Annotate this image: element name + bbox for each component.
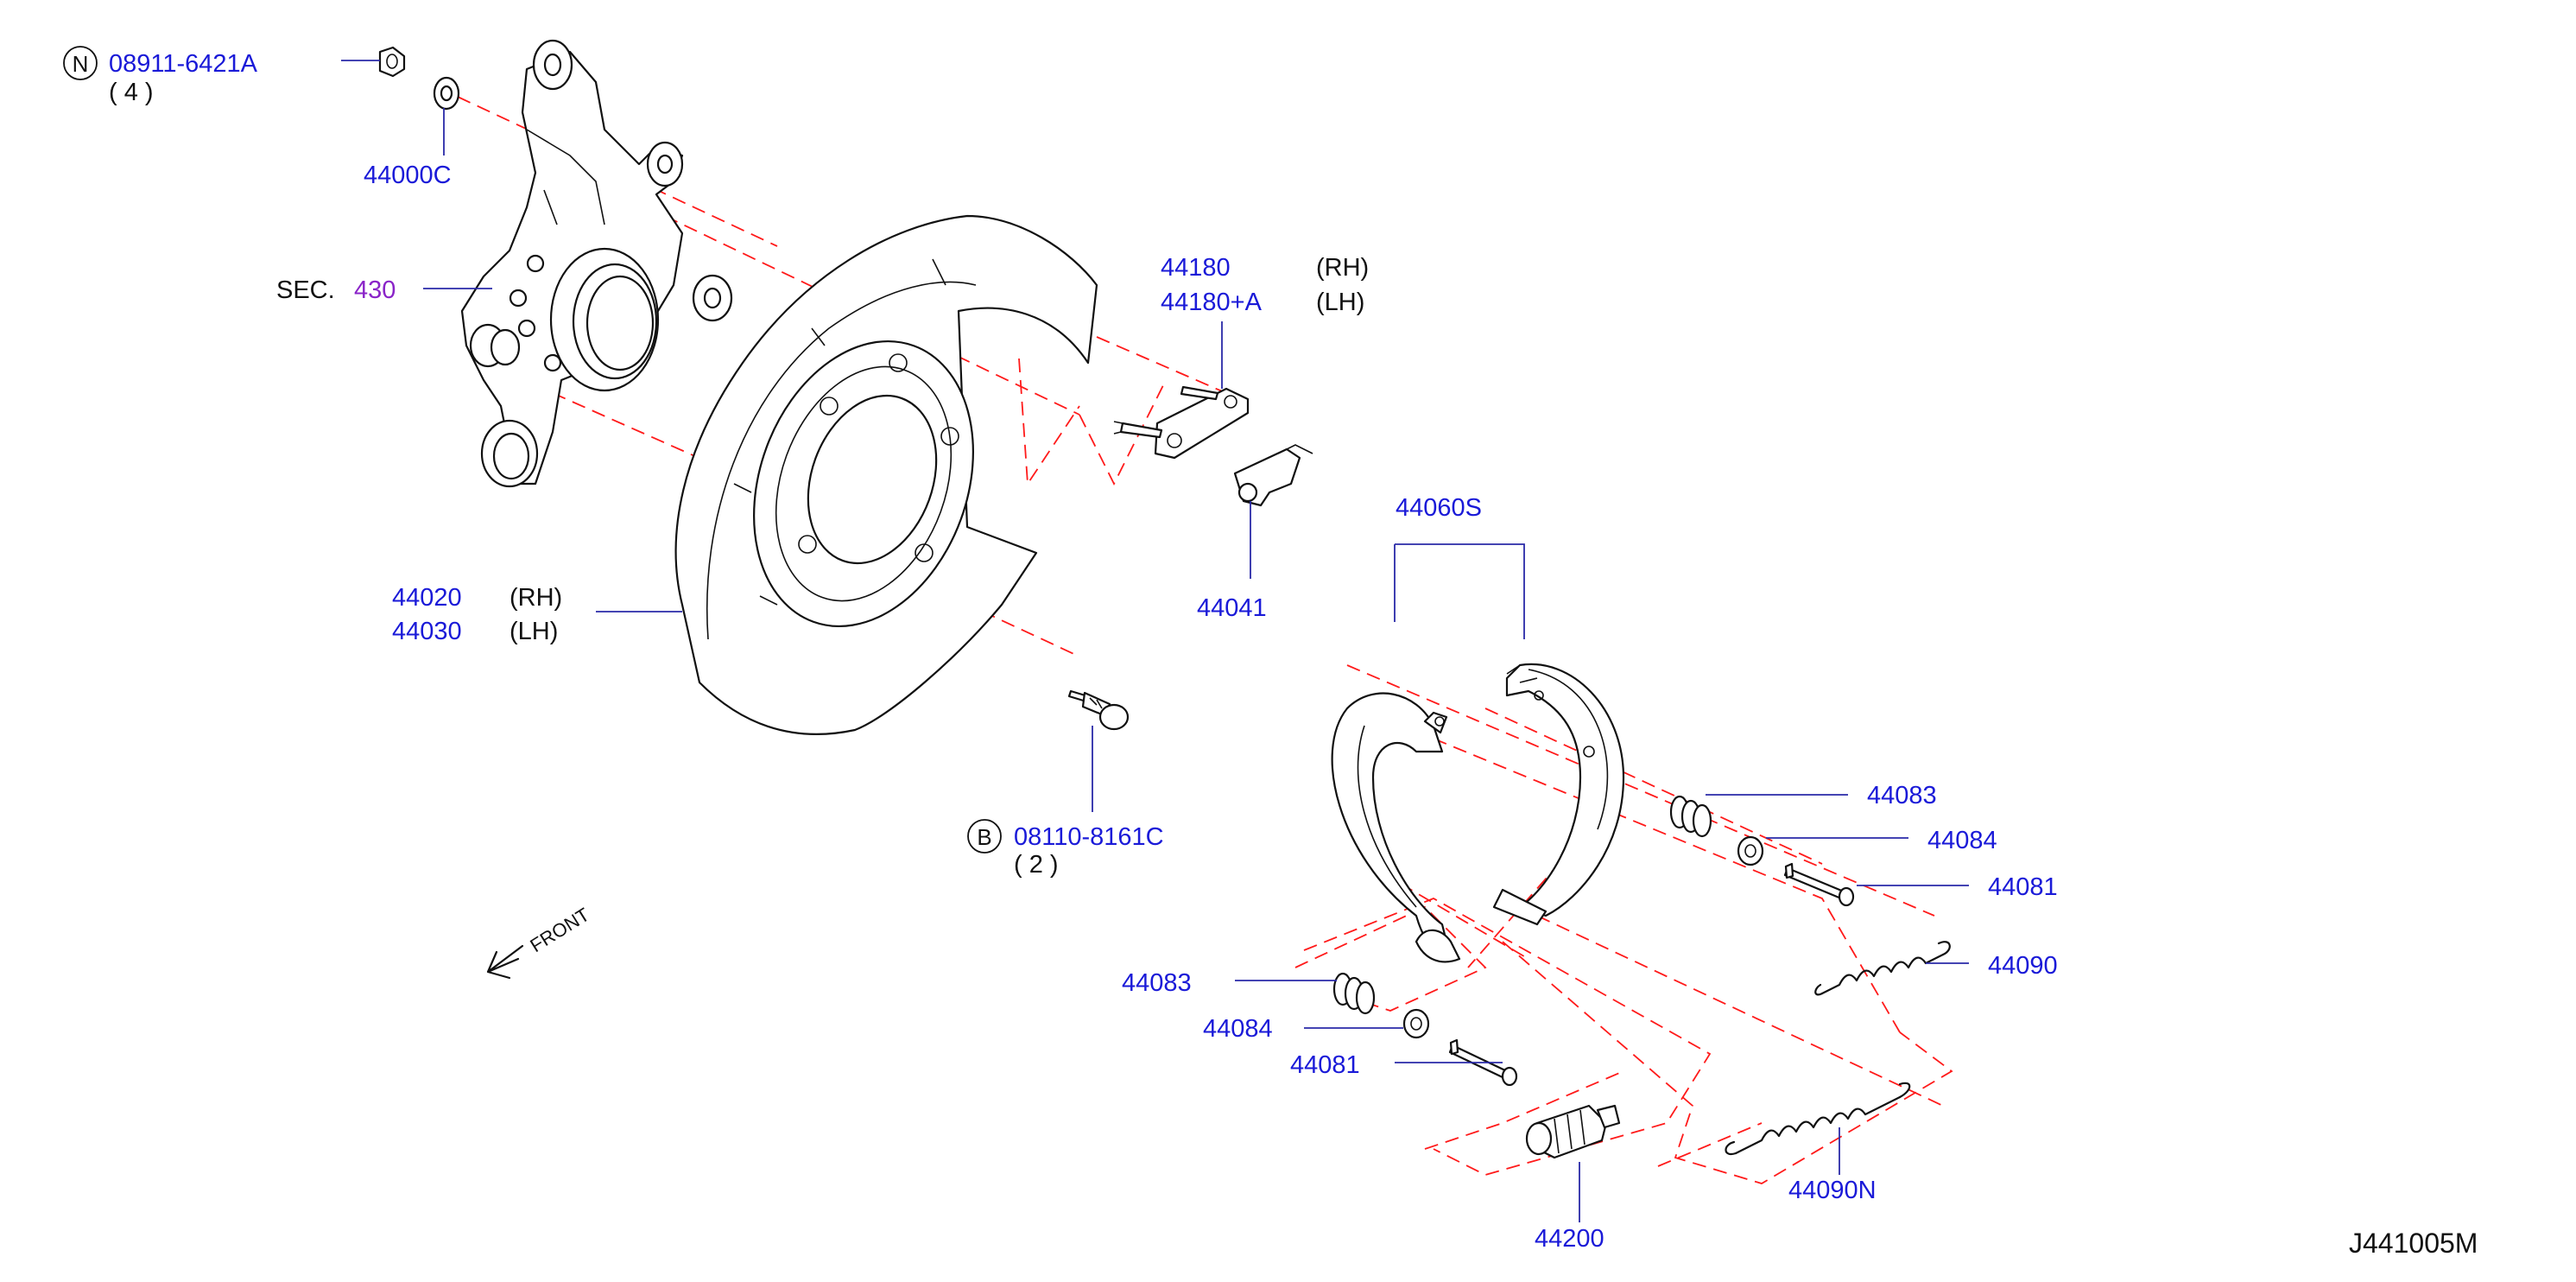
lever-bracket xyxy=(1233,444,1313,507)
backing-plate-lh-part: 44030 xyxy=(392,618,462,645)
lever-lh-part: 44180+A xyxy=(1161,289,1263,316)
pin-lower-part-number: 44081 xyxy=(1290,1051,1360,1079)
spring-cup-upper xyxy=(1737,835,1764,866)
backing-plate-rh-part: 44020 xyxy=(392,584,462,612)
spring-upper-part-number: 44083 xyxy=(1867,782,1937,809)
bracket-part-number: 44041 xyxy=(1197,594,1267,622)
spring-cup-lower xyxy=(1402,1008,1430,1039)
adjuster-part-number: 44200 xyxy=(1535,1225,1604,1253)
lever-rh-part: 44180 xyxy=(1161,254,1231,282)
lever-rh-side: (RH) xyxy=(1316,254,1369,282)
cup-upper-part-number: 44084 xyxy=(1927,827,1997,854)
parking-brake-lever xyxy=(1113,385,1250,460)
backing-plate-lh-side: (LH) xyxy=(510,618,558,645)
bolt-part-number: 08110-8161C xyxy=(1014,823,1164,851)
brake-shoe-front xyxy=(1331,692,1461,963)
return-spring-upper xyxy=(1814,941,1951,996)
leader-lines xyxy=(341,60,1969,1222)
brake-backing-plate xyxy=(674,214,1098,735)
flange-bolt xyxy=(1067,689,1130,731)
return-spring-lower-part-number: 44090N xyxy=(1788,1177,1877,1204)
callout-bolt: B 08110-8161C ( 2 ) xyxy=(967,819,1164,879)
knuckle-section-number: 430 xyxy=(354,276,396,304)
pin-upper-part-number: 44081 xyxy=(1988,873,2058,901)
spring-lower-part-number: 44083 xyxy=(1122,969,1192,997)
return-spring-lower xyxy=(1725,1082,1911,1156)
callout-backing-plate: 44020 (RH) 44030 (LH) xyxy=(392,584,562,645)
shoe-adjuster xyxy=(1525,1104,1621,1159)
cup-lower-part-number: 44084 xyxy=(1203,1015,1273,1043)
callout-knuckle: SEC. 430 xyxy=(276,276,396,304)
hold-down-spring-lower xyxy=(1332,972,1376,1015)
shoe-set-part-number: 44060S xyxy=(1396,494,1482,522)
nut-part-number: 08911-6421A xyxy=(109,50,258,78)
washer-part-number: 44000C xyxy=(364,162,452,189)
return-spring-upper-part-number: 44090 xyxy=(1988,952,2058,980)
front-label: FRONT xyxy=(526,904,593,956)
callout-lever: 44180 (RH) 44180+A (LH) xyxy=(1161,254,1369,316)
nut-symbol: N xyxy=(73,51,89,77)
nut-symbol-circle xyxy=(63,46,98,80)
brake-shoe-rear xyxy=(1492,663,1625,926)
front-arrow: FRONT xyxy=(486,904,593,980)
bolt-symbol: B xyxy=(977,824,991,850)
hold-down-pin-upper xyxy=(1783,862,1855,907)
hold-down-pin-lower xyxy=(1448,1038,1518,1087)
knuckle-sec-prefix: SEC. xyxy=(276,276,335,304)
nut-quantity: ( 4 ) xyxy=(109,79,154,106)
washer-44000C xyxy=(433,76,460,111)
steering-knuckle xyxy=(460,39,733,488)
hex-nut xyxy=(378,46,406,78)
backing-plate-rh-side: (RH) xyxy=(510,584,562,612)
hold-down-spring-upper xyxy=(1669,795,1712,838)
lever-lh-side: (LH) xyxy=(1316,289,1364,316)
callout-nut: N 08911-6421A ( 4 ) xyxy=(63,46,258,106)
bolt-symbol-circle xyxy=(967,819,1002,854)
bolt-quantity: ( 2 ) xyxy=(1014,851,1059,879)
diagram-code: J441005M xyxy=(2349,1228,2478,1259)
